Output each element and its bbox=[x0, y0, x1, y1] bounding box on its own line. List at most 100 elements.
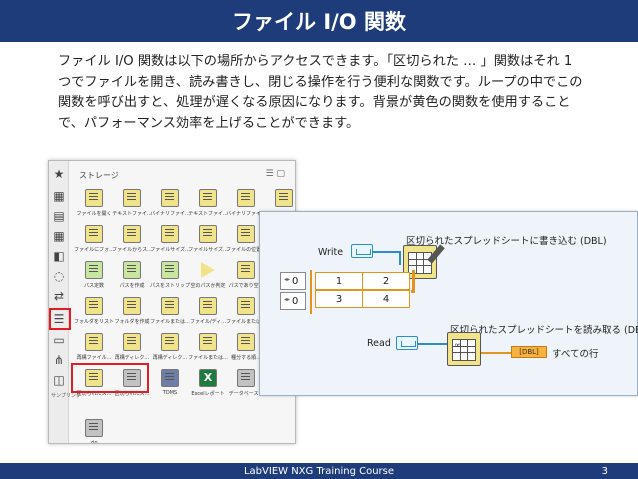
palette-function-item[interactable]: 区切られたス... bbox=[112, 369, 152, 409]
function-icon bbox=[85, 419, 103, 437]
function-label: パスであり空... bbox=[228, 283, 264, 289]
array-cell[interactable]: 1 bbox=[315, 272, 363, 290]
palette-function-item[interactable]: ファイルサイズ... bbox=[188, 225, 228, 265]
function-label: ファイルまたは... bbox=[226, 319, 266, 325]
palette-function-item[interactable]: フォルダをリスト bbox=[74, 297, 114, 337]
function-icon bbox=[161, 333, 179, 351]
star-icon[interactable]: ★ bbox=[53, 167, 65, 181]
function-label: 区切られたス... bbox=[76, 391, 112, 397]
palette-function-item[interactable]: バイナリファイ... bbox=[150, 189, 190, 229]
function-label: ファイルの位置... bbox=[226, 247, 266, 253]
spin-icon[interactable]: ◂▸ bbox=[284, 276, 291, 283]
function-icon bbox=[199, 261, 217, 279]
function-icon bbox=[161, 297, 179, 315]
array-cell[interactable]: 2 bbox=[362, 272, 410, 290]
function-icon bbox=[85, 333, 103, 351]
slide-body-text: ファイル I/O 関数は以下の場所からアクセスできます。「区切られた … 」関数… bbox=[58, 52, 613, 134]
string-icon[interactable]: ◌ bbox=[53, 269, 65, 283]
function-label: バイナリファイ... bbox=[226, 211, 266, 217]
function-label: 空のパスか判定 bbox=[190, 283, 226, 289]
palette-function-item[interactable]: ファイルサイズ... bbox=[150, 225, 190, 265]
function-label: パス定数 bbox=[83, 283, 104, 289]
function-icon bbox=[161, 369, 179, 387]
glasses-icon: ∞ bbox=[454, 341, 462, 351]
palette-function-item[interactable]: ファイルを開く bbox=[74, 189, 114, 229]
all-rows-label: すべての行 bbox=[552, 349, 599, 360]
function-label: 再構ファイル... bbox=[76, 355, 112, 361]
spreadsheet-icon bbox=[452, 339, 476, 361]
palette-function-item[interactable]: 空のパスか判定 bbox=[188, 261, 228, 301]
palette-function-item[interactable]: ファイルまたは... bbox=[188, 333, 228, 373]
palette-function-item[interactable]: テキストファイ... bbox=[112, 189, 152, 229]
palette-section-label: サンプリング bbox=[51, 393, 81, 399]
read-label: Read bbox=[367, 338, 391, 349]
palette-header: ストレージ ☰ ▢ bbox=[71, 165, 295, 185]
write-node-title: 区切られたスプレッドシートに書き込む (DBL) bbox=[406, 236, 607, 247]
palette-function-item[interactable]: ファイル/ディ... bbox=[188, 297, 228, 337]
boolean-icon[interactable]: ▤ bbox=[53, 209, 65, 223]
comparison-icon[interactable]: ⇄ bbox=[53, 289, 65, 303]
palette-function-item[interactable]: パス定数 bbox=[74, 261, 114, 301]
slide-footer: LabVIEW NXG Training Course 3 bbox=[0, 463, 638, 479]
palette-function-item[interactable]: パスであり空... bbox=[226, 261, 266, 301]
function-label: 再構ディレク... bbox=[152, 355, 188, 361]
function-label: ファイルを開く bbox=[76, 211, 112, 217]
palette-function-item[interactable]: 再構ディレク... bbox=[150, 333, 190, 373]
array-wire bbox=[412, 270, 415, 293]
array-index-col[interactable]: ◂▸0 bbox=[280, 292, 306, 310]
palette-function-item[interactable]: ファイルまたは... bbox=[150, 297, 190, 337]
storage-icon[interactable]: ☰ bbox=[53, 312, 65, 326]
timing-icon[interactable]: ▭ bbox=[53, 333, 65, 347]
palette-function-item[interactable]: バイナリファイ... bbox=[226, 189, 266, 229]
read-spreadsheet-node[interactable]: ∞ bbox=[447, 332, 481, 366]
numeric-icon[interactable]: ▦ bbox=[53, 189, 65, 203]
function-icon bbox=[237, 225, 255, 243]
palette-function-item[interactable]: 種分する順... bbox=[226, 333, 266, 373]
write-path-control[interactable] bbox=[351, 244, 373, 258]
palette-function-item[interactable]: フォルダを作成 bbox=[112, 297, 152, 337]
array-icon[interactable]: ▦ bbox=[53, 229, 65, 243]
array-index-row[interactable]: ◂▸0 bbox=[280, 272, 306, 290]
palette-function-item[interactable]: TDMS bbox=[150, 369, 190, 409]
palette-function-item[interactable]: ファイルからス... bbox=[112, 225, 152, 265]
function-icon bbox=[85, 369, 103, 387]
slide-title: ファイル I/O 関数 bbox=[0, 0, 638, 42]
body-line: で、パフォーマンス効率を上げることができます。 bbox=[58, 115, 360, 131]
function-icon bbox=[199, 333, 217, 351]
array-cell[interactable]: 3 bbox=[315, 290, 363, 308]
palette-function-item[interactable]: 区切られたス... bbox=[74, 369, 114, 409]
delimited-spreadsheet-highlight bbox=[71, 363, 149, 393]
write-path-wire bbox=[399, 251, 401, 265]
palette-function-item[interactable]: 再構ファイル... bbox=[74, 333, 114, 373]
palette-function-item[interactable]: 再構ディレク... bbox=[112, 333, 152, 373]
function-label: ファイルサイズ... bbox=[188, 247, 228, 253]
palette-menu-icon[interactable]: ☰ ▢ bbox=[265, 169, 285, 179]
function-icon bbox=[275, 189, 293, 207]
function-label: バイナリファイ... bbox=[150, 211, 190, 217]
read-path-control[interactable] bbox=[396, 336, 418, 350]
palette-function-item[interactable]: zip bbox=[74, 419, 114, 443]
palette-function-item[interactable]: ファイルの位置... bbox=[226, 225, 266, 265]
write-spreadsheet-node[interactable] bbox=[403, 244, 445, 279]
palette-function-item[interactable]: ファイルにフォ... bbox=[74, 225, 114, 265]
palette-function-item[interactable]: パスを作成 bbox=[112, 261, 152, 301]
function-icon bbox=[237, 297, 255, 315]
function-icon bbox=[123, 225, 141, 243]
array-cell[interactable]: 4 bbox=[362, 290, 410, 308]
data-types-icon[interactable]: ◫ bbox=[53, 373, 65, 387]
spin-icon[interactable]: ◂▸ bbox=[284, 296, 291, 303]
cluster-icon[interactable]: ◧ bbox=[53, 249, 65, 263]
dbl-tag[interactable]: [DBL] bbox=[511, 346, 547, 358]
palette-category-bar: ★ ▦ ▤ ▦ ◧ ◌ ⇄ ☰ ▭ ⋔ ◫ bbox=[49, 161, 71, 443]
program-flow-icon[interactable]: ⋔ bbox=[53, 353, 65, 367]
palette-function-item[interactable]: テキストファイ... bbox=[188, 189, 228, 229]
palette-function-item[interactable]: パスをストリップ bbox=[150, 261, 190, 301]
storage-highlight bbox=[49, 308, 71, 330]
block-diagram: 区切られたスプレッドシートに書き込む (DBL) Write ◂▸0 ◂▸0 1… bbox=[259, 211, 638, 396]
function-icon bbox=[123, 189, 141, 207]
palette-function-item[interactable]: ファイルまたは... bbox=[226, 297, 266, 337]
function-label: 再構ディレク... bbox=[114, 355, 150, 361]
function-icon bbox=[199, 189, 217, 207]
palette-function-item[interactable]: データベース... bbox=[226, 369, 266, 409]
